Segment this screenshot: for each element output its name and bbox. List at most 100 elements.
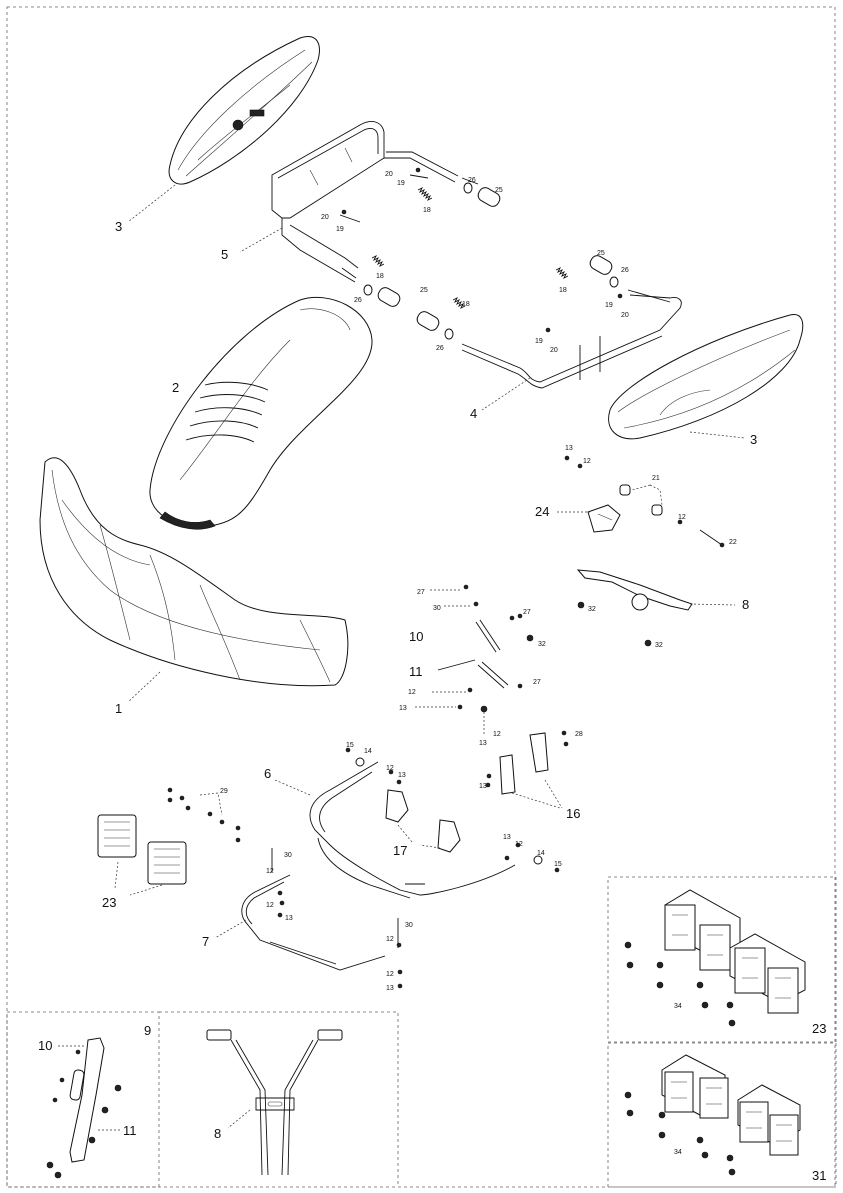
label-26: 26	[621, 267, 629, 274]
label-27: 27	[533, 679, 541, 686]
hardware-cluster-upper-right	[557, 455, 725, 548]
label-18: 18	[376, 273, 384, 280]
label-26: 26	[354, 297, 362, 304]
washer-icon	[609, 276, 619, 288]
hand-guard-left	[168, 36, 320, 185]
label-1: 1	[115, 701, 122, 716]
label-30: 30	[284, 852, 292, 859]
label-12: 12	[386, 765, 394, 772]
springs-and-bushings-upper	[339, 167, 623, 340]
bushing-icon	[377, 287, 401, 307]
label-20: 20	[321, 214, 329, 221]
clip-16	[485, 730, 569, 795]
headlight-bracket	[526, 569, 693, 647]
label-11: 11	[409, 664, 423, 679]
light-blocks-23	[97, 787, 241, 885]
label-19: 19	[397, 180, 405, 187]
label-15: 15	[346, 742, 354, 749]
label-25: 25	[495, 187, 503, 194]
label-13: 13	[479, 740, 487, 747]
spring-icon	[371, 254, 385, 268]
label-13: 13	[398, 772, 406, 779]
bolt-icon	[617, 293, 623, 299]
label-16: 16	[566, 806, 580, 821]
label-12: 12	[515, 841, 523, 848]
label-13: 13	[386, 985, 394, 992]
label-32: 32	[588, 606, 596, 613]
label-25: 25	[420, 287, 428, 294]
label-12: 12	[266, 902, 274, 909]
label-12: 12	[493, 731, 501, 738]
label-18: 18	[559, 287, 567, 294]
label-23-inset: 23	[812, 1021, 826, 1036]
inset-hardware-23	[607, 876, 837, 1043]
label-32: 32	[538, 641, 546, 648]
label-28: 28	[575, 731, 583, 738]
label-14: 14	[537, 850, 545, 857]
label-11-inset: 11	[123, 1123, 137, 1138]
guard-frame-left	[271, 121, 459, 283]
washer-icon	[463, 182, 473, 194]
label-6: 6	[264, 766, 271, 781]
guard-frame-right	[461, 289, 682, 389]
bolt-icon	[415, 167, 421, 173]
label-19: 19	[535, 338, 543, 345]
label-30: 30	[405, 922, 413, 929]
label-19: 19	[605, 302, 613, 309]
inset-detail-8	[159, 1011, 399, 1187]
label-18: 18	[462, 301, 470, 308]
label-14: 14	[364, 748, 372, 755]
label-20: 20	[550, 347, 558, 354]
label-3-left: 3	[115, 219, 122, 234]
label-34: 34	[674, 1149, 682, 1156]
rear-bar-7	[241, 848, 403, 989]
inset-hardware-31	[607, 1042, 837, 1188]
label-13: 13	[503, 834, 511, 841]
label-29: 29	[220, 788, 228, 795]
label-25: 25	[597, 250, 605, 257]
label-10: 10	[409, 629, 423, 644]
label-26: 26	[468, 177, 476, 184]
bushing-icon	[589, 255, 613, 275]
diagram-border	[6, 6, 836, 1188]
label-3-right: 3	[750, 432, 757, 447]
label-17: 17	[393, 843, 407, 858]
label-27: 27	[417, 589, 425, 596]
label-26: 26	[436, 345, 444, 352]
label-13: 13	[565, 445, 573, 452]
label-7: 7	[202, 934, 209, 949]
label-27: 27	[523, 609, 531, 616]
label-10-inset: 10	[38, 1038, 52, 1053]
spring-icon	[555, 266, 569, 280]
label-31-inset: 31	[812, 1168, 826, 1183]
bushing-icon	[477, 187, 501, 207]
label-12: 12	[386, 971, 394, 978]
label-4: 4	[470, 406, 477, 421]
label-21: 21	[652, 475, 660, 482]
label-18: 18	[423, 207, 431, 214]
hand-guard-right	[608, 313, 804, 440]
label-20: 20	[385, 171, 393, 178]
label-15: 15	[554, 861, 562, 868]
label-8-inset: 8	[214, 1126, 221, 1141]
label-30: 30	[433, 605, 441, 612]
inset-detail-9	[6, 1011, 160, 1188]
bushing-icon	[416, 311, 440, 331]
washer-icon	[363, 284, 373, 296]
label-19: 19	[336, 226, 344, 233]
bolt-icon	[341, 209, 347, 215]
label-9-inset: 9	[144, 1023, 151, 1038]
label-20: 20	[621, 312, 629, 319]
label-13: 13	[285, 915, 293, 922]
label-22: 22	[729, 539, 737, 546]
label-34: 34	[674, 1003, 682, 1010]
label-13: 13	[479, 783, 487, 790]
label-12: 12	[386, 936, 394, 943]
hooks-17	[385, 789, 461, 853]
bolt-icon	[545, 327, 551, 333]
label-12: 12	[408, 689, 416, 696]
washer-icon	[444, 328, 454, 340]
label-2: 2	[172, 380, 179, 395]
lower-frame-6	[309, 747, 560, 899]
